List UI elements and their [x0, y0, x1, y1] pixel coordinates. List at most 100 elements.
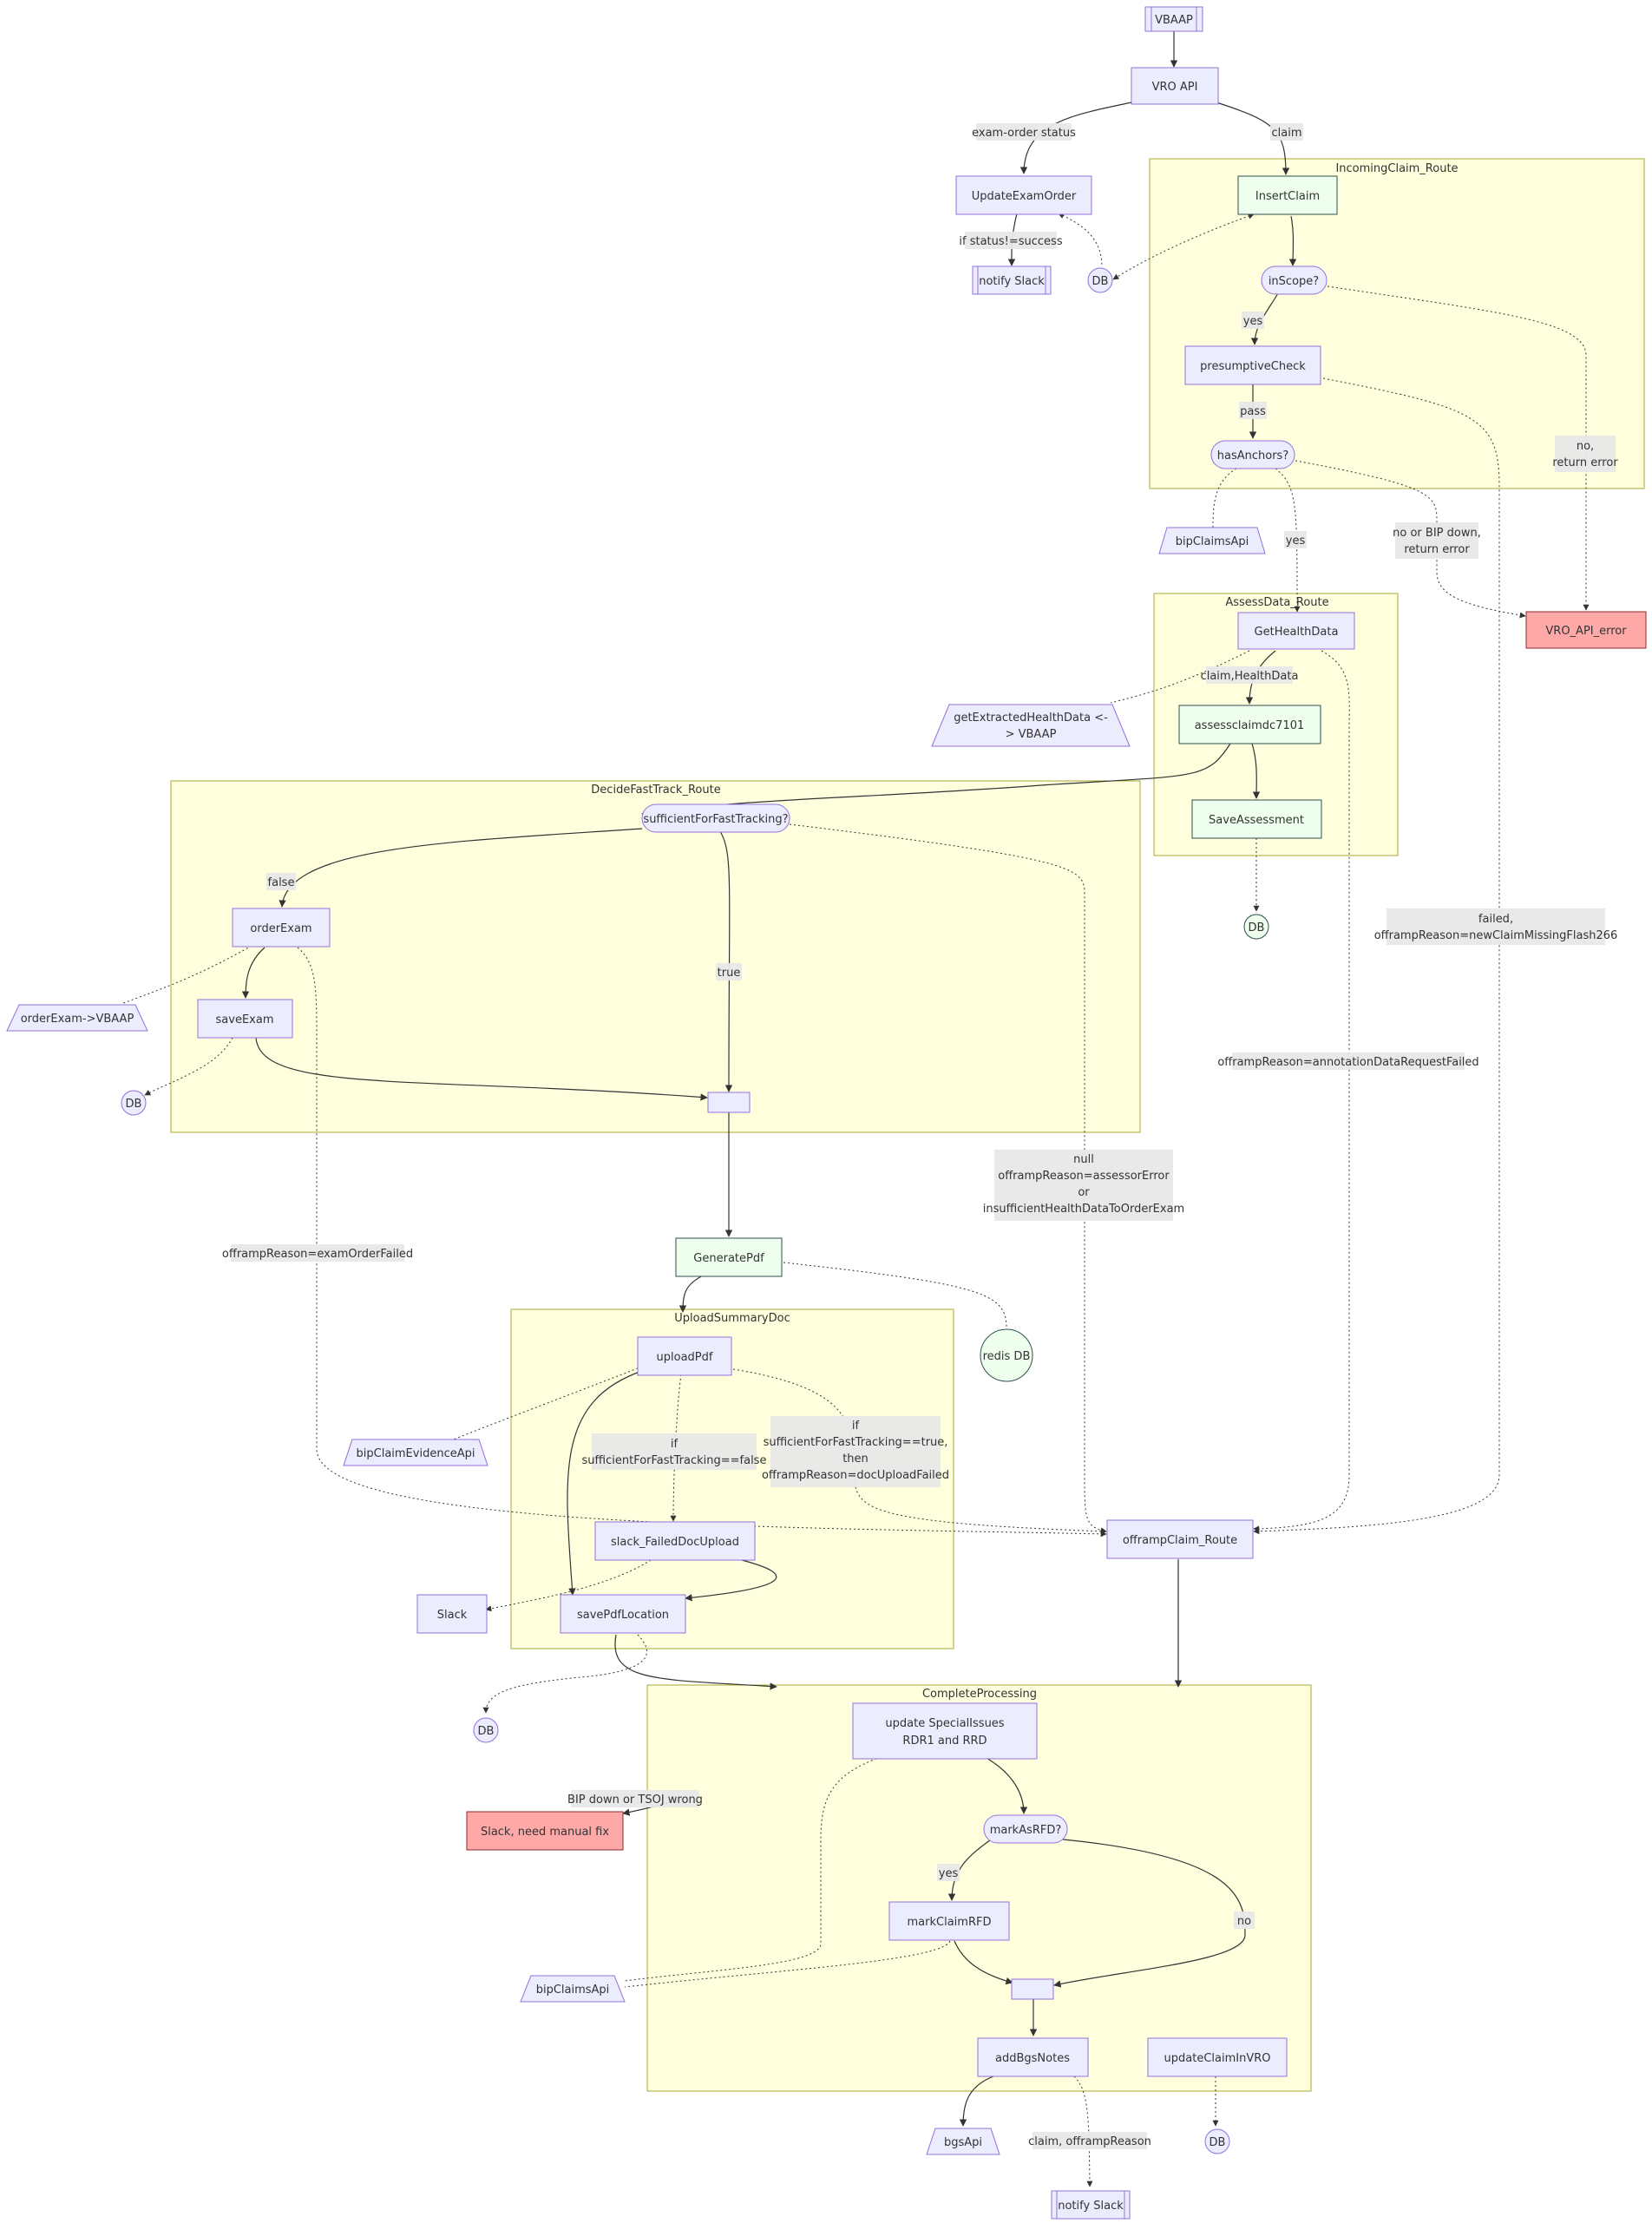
edge-saveexam-to-join [255, 1037, 708, 1101]
node-add-bgs-notes[interactable]: addBgsNotes [977, 2037, 1089, 2077]
node-assess-claim-label: assessclaimdc7101 [1195, 719, 1305, 732]
edge-label-pass-text: pass [1240, 405, 1266, 418]
node-update-claim-in-vro-label: updateClaimInVRO [1164, 2052, 1271, 2065]
edge-generatepdf-to-redisdb [783, 1262, 1007, 1328]
node-update-exam-order[interactable]: UpdateExamOrder [955, 175, 1092, 215]
cluster-decide-title: DecideFastTrack_Route [591, 784, 720, 797]
node-get-health-data[interactable]: GetHealthData [1237, 612, 1355, 650]
node-slack[interactable]: Slack [416, 1594, 488, 1634]
node-upload-pdf[interactable]: uploadPdf [637, 1336, 732, 1376]
edge-label-yes-anchors: yes [1284, 531, 1307, 548]
node-in-scope[interactable]: inScope? [1261, 266, 1328, 295]
cluster-assess-title: AssessData_Route [1225, 596, 1328, 609]
node-mark-claim-rfd-label: markClaimRFD [908, 1916, 992, 1929]
edge-label-no-rfd: no [1234, 1912, 1255, 1929]
node-upload-pdf-label: uploadPdf [657, 1351, 713, 1364]
node-bgs-api[interactable]: bgsApi [926, 2128, 1000, 2155]
edge-label-null-assessor-line3: or [1078, 1186, 1090, 1199]
node-generate-pdf-label: GeneratePdf [693, 1252, 764, 1265]
edge-label-no-return-error: no, return error [1552, 436, 1618, 472]
node-order-exam-vbaap[interactable]: orderExam->VBAAP [6, 1004, 148, 1032]
node-db-assess[interactable]: DB [1243, 914, 1269, 940]
node-bip-claims-api-bottom[interactable]: bipClaimsApi [520, 1975, 626, 2003]
edge-label-yes-anchors-text: yes [1286, 534, 1306, 548]
edge-label-if-fast-line1: if [852, 1420, 860, 1433]
edge-label-if-status-text: if status!=success [959, 235, 1062, 248]
edge-label-no-return-error-line2: return error [1552, 456, 1618, 469]
edge-orderexam-to-offramp [297, 947, 1107, 1538]
node-vbaap[interactable]: VBAAP [1144, 6, 1203, 32]
node-redis-db-label: redis DB [983, 1350, 1031, 1363]
node-save-assessment[interactable]: SaveAssessment [1191, 799, 1322, 839]
cluster-complete-title: CompleteProcessing [922, 1688, 1037, 1701]
node-db-bottom[interactable]: DB [1204, 2128, 1230, 2154]
node-db-upload[interactable]: DB [473, 1717, 499, 1743]
node-mark-claim-rfd[interactable]: markClaimRFD [888, 1901, 1010, 1941]
edge-addbgsnotes-to-notifyslack [1073, 2075, 1093, 2187]
node-db-top-label: DB [1092, 275, 1109, 288]
node-notify-slack-bottom[interactable]: notify Slack [1051, 2190, 1131, 2220]
node-sufficient-fast-tracking[interactable]: sufficientForFastTracking? [641, 803, 790, 833]
node-insert-claim[interactable]: InsertClaim [1237, 175, 1338, 215]
edge-label-pass: pass [1239, 402, 1267, 419]
node-db-top[interactable]: DB [1087, 267, 1113, 293]
edge-orderexam-to-saveexam [241, 947, 266, 999]
edge-label-failed-offramp: failed, offrampReason=newClaimMissingFla… [1374, 908, 1618, 945]
edge-label-failed-offramp-line2: offrampReason=newClaimMissingFlash266 [1374, 929, 1618, 942]
cluster-incoming-title: IncomingClaim_Route [1335, 162, 1458, 175]
node-in-scope-label: inScope? [1268, 275, 1319, 288]
edge-specialissues-to-bipclaims [624, 1756, 882, 1982]
node-get-extracted-health-data[interactable]: getExtractedHealthData <- > VBAAP [931, 704, 1131, 747]
node-save-pdf-location[interactable]: savePdfLocation [560, 1594, 686, 1634]
node-notify-slack-bottom-label: notify Slack [1058, 2200, 1124, 2213]
node-redis-db[interactable]: redis DB [980, 1328, 1033, 1382]
edge-gethealth-to-offramp [1253, 650, 1350, 1532]
edge-markclaimrfd-to-join2 [954, 1940, 1013, 1985]
node-db-exam[interactable]: DB [121, 1090, 147, 1116]
edge-label-annotation-failed-text: offrampReason=annotationDataRequestFaile… [1217, 1056, 1478, 1069]
node-assess-claim[interactable]: assessclaimdc7101 [1178, 705, 1321, 744]
node-update-special-issues-line1: update SpecialIssues [885, 1717, 1004, 1730]
edge-gethealth-to-extracted [1110, 650, 1250, 704]
node-vro-api-error-label: VRO_API_error [1545, 625, 1627, 638]
node-presumptive-check-label: presumptiveCheck [1200, 360, 1306, 373]
edge-label-exam-order-status: exam-order status [972, 123, 1076, 141]
edge-label-claim-health-data-text: claim,HealthData [1201, 670, 1299, 683]
edge-hasanchors-to-vroerror [1290, 459, 1526, 619]
edge-savepdflocation-to-complete [614, 1634, 777, 1690]
node-save-exam[interactable]: saveExam [197, 999, 293, 1039]
edge-assess-to-saveassessment [1251, 743, 1261, 799]
node-update-claim-in-vro[interactable]: updateClaimInVRO [1147, 2037, 1288, 2077]
edge-insertclaim-to-inscope [1288, 215, 1297, 266]
node-slack-manual-fix[interactable]: Slack, need manual fix [466, 1811, 624, 1851]
edge-label-no-bip-down-line2: return error [1404, 543, 1470, 556]
edge-addbgsnotes-to-bgsapi [959, 2075, 994, 2127]
node-bip-claim-evidence-api[interactable]: bipClaimEvidenceApi [343, 1439, 488, 1466]
edge-markasrfd-to-markclaimrfd [947, 1839, 992, 1901]
edge-label-if-fast-line3: then [842, 1452, 869, 1466]
node-bip-claims-api-top[interactable]: bipClaimsApi [1158, 527, 1266, 554]
node-has-anchors[interactable]: hasAnchors? [1210, 440, 1295, 469]
node-presumptive-check[interactable]: presumptiveCheck [1184, 345, 1321, 385]
node-has-anchors-label: hasAnchors? [1217, 449, 1288, 462]
node-bip-claims-api-top-label: bipClaimsApi [1176, 535, 1249, 548]
edge-label-no-bip-down: no or BIP down, return error [1393, 522, 1481, 559]
node-slack-failed-doc-upload[interactable]: slack_FailedDocUpload [594, 1521, 756, 1561]
edge-hasanchors-to-gethealth [1275, 468, 1301, 613]
node-save-assessment-label: SaveAssessment [1209, 814, 1304, 827]
node-mark-as-rfd[interactable]: markAsRFD? [983, 1814, 1068, 1844]
edge-label-if-fast-upload-failed: if sufficientForFastTracking==true, then… [762, 1416, 949, 1487]
node-vro-api[interactable]: VRO API [1131, 67, 1219, 105]
node-notify-slack-top[interactable]: notify Slack [972, 266, 1052, 295]
node-order-exam[interactable]: orderExam [232, 908, 331, 948]
node-offramp-claim-route[interactable]: offrampClaim_Route [1106, 1519, 1254, 1559]
node-db-assess-label: DB [1249, 921, 1265, 934]
edge-label-exam-order-failed: offrampReason=examOrderFailed [222, 1244, 413, 1262]
node-db-exam-label: DB [126, 1098, 142, 1111]
node-vro-api-error[interactable]: VRO_API_error [1525, 611, 1647, 649]
edge-label-yes-scope-text: yes [1243, 315, 1263, 328]
node-update-special-issues[interactable]: update SpecialIssues RDR1 and RRD [852, 1702, 1038, 1760]
node-slack-label: Slack [437, 1609, 468, 1622]
node-generate-pdf[interactable]: GeneratePdf [675, 1237, 783, 1277]
edge-label-if-not-fast: if sufficientForFastTracking==false [582, 1433, 766, 1470]
